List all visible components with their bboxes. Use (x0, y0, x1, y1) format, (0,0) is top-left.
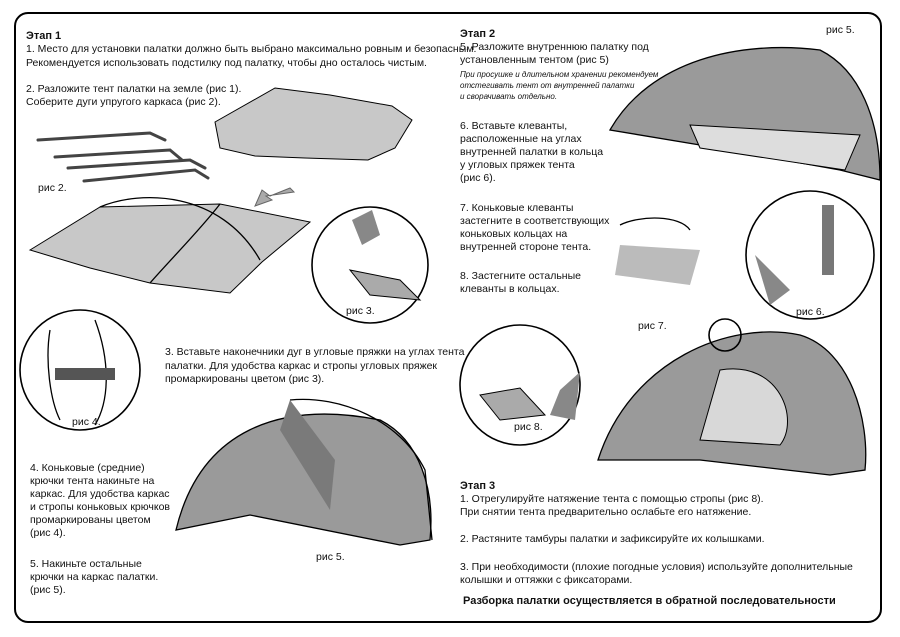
stage2-step7-line2: застегните в соответствующих (460, 215, 610, 227)
stage1-step1-line2: Рекомендуется использовать подстилку под… (26, 57, 427, 69)
stage2-step6-line1: 6. Вставьте клеванты, (460, 120, 568, 132)
stage2-step6-line3: внутренней палатки в кольца (460, 146, 604, 158)
fig6-detail-circle (745, 190, 875, 320)
caption-fig5-right: рис 5. (826, 24, 855, 36)
stage1-step5-line1: 5. Накиньте остальные (30, 558, 142, 570)
stage3-step3-line2: колышки и оттяжки с фиксаторами. (460, 574, 633, 586)
stage1-step2-line1: 2. Разложите тент палатки на земле (рис … (26, 83, 242, 95)
stage3-step2: 2. Растяните тамбуры палатки и зафиксиру… (460, 533, 765, 545)
down-arrow (254, 187, 296, 207)
stage2-step6-line5: (рис 6). (460, 172, 496, 184)
caption-fig2: рис 2. (38, 182, 67, 194)
stage1-step4-line5: промаркированы цветом (30, 514, 151, 526)
stage1-step5-line2: крючки на каркас палатки. (30, 571, 159, 583)
stage1-step2-line2: Соберите дуги упругого каркаса (рис 2). (26, 96, 221, 108)
stage1-step3-line1: 3. Вставьте наконечники дуг в угловые пр… (165, 346, 465, 358)
stage2-heading: Этап 2 (460, 28, 496, 40)
stage3-step1-line2: При снятии тента предварительно ослабьте… (460, 506, 752, 518)
caption-fig5-left: рис 5. (316, 551, 345, 563)
stage1-heading: Этап 1 (26, 30, 62, 42)
stage2-step6-line2: расположенные на углах (460, 133, 582, 145)
stage1-step5-line3: (рис 5). (30, 584, 66, 596)
stage2-step5-line2: установленным тентом (рис 5) (460, 54, 609, 66)
stage1-step4-line3: каркас. Для удобства каркас (30, 488, 170, 500)
stage1-step1-line1: 1. Место для установки палатки должно бы… (26, 43, 477, 55)
fig7-connector-circle (708, 318, 742, 352)
stage2-step7-line4: внутренней стороне тента. (460, 241, 592, 253)
stage2-step7-line3: коньковых кольцах на (460, 228, 568, 240)
stage1-step4-line2: крючки тента накиньте на (30, 475, 155, 487)
stage1-step4-line1: 4. Коньковые (средние) (30, 462, 145, 474)
fig7-strap (615, 245, 700, 285)
stage1-step3-line3: промаркированы цветом (рис 3). (165, 373, 325, 385)
caption-fig4: рис 4. (72, 416, 101, 428)
stage2-step5-line1: 5. Разложите внутреннюю палатку под (460, 41, 649, 53)
stage1-step4-line4: и стропы коньковых крючков (30, 501, 171, 513)
page-border (14, 12, 882, 623)
stage3-step3-line1: 3. При необходимости (плохие погодные ус… (460, 561, 853, 573)
stage2-note-line2: отстегивать тент от внутренней палатки (460, 81, 635, 90)
stage1-step3-line2: палатки. Для удобства каркас и стропы уг… (165, 360, 438, 372)
tent-fly-flat (214, 87, 413, 161)
caption-fig3: рис 3. (346, 305, 375, 317)
stage2-step8-line2: клеванты в кольцах. (460, 283, 560, 295)
stage2-step8-line1: 8. Застегните остальные (460, 270, 581, 282)
stage3-footer: Разборка палатки осуществляется в обратн… (463, 595, 836, 607)
caption-fig7: рис 7. (638, 320, 667, 332)
tent-poles (36, 131, 210, 183)
stage3-step1-line1: 1. Отрегулируйте натяжение тента с помощ… (460, 493, 764, 505)
stage2-note-line3: и сворачивать отдельно. (460, 92, 558, 101)
stage3-heading: Этап 3 (460, 480, 496, 492)
tent-fly-with-poles (28, 203, 312, 294)
stage2-note-line1: При просушке и длительном хранении реком… (460, 70, 659, 79)
tent-dome-left (175, 413, 432, 546)
caption-fig8: рис 8. (514, 421, 543, 433)
stage2-step7-line1: 7. Коньковые клеванты (460, 202, 574, 214)
caption-fig6: рис 6. (796, 306, 825, 318)
stage1-step4-line6: (рис 4). (30, 527, 66, 539)
stage2-step6-line4: у угловых пряжек тента (460, 159, 575, 171)
